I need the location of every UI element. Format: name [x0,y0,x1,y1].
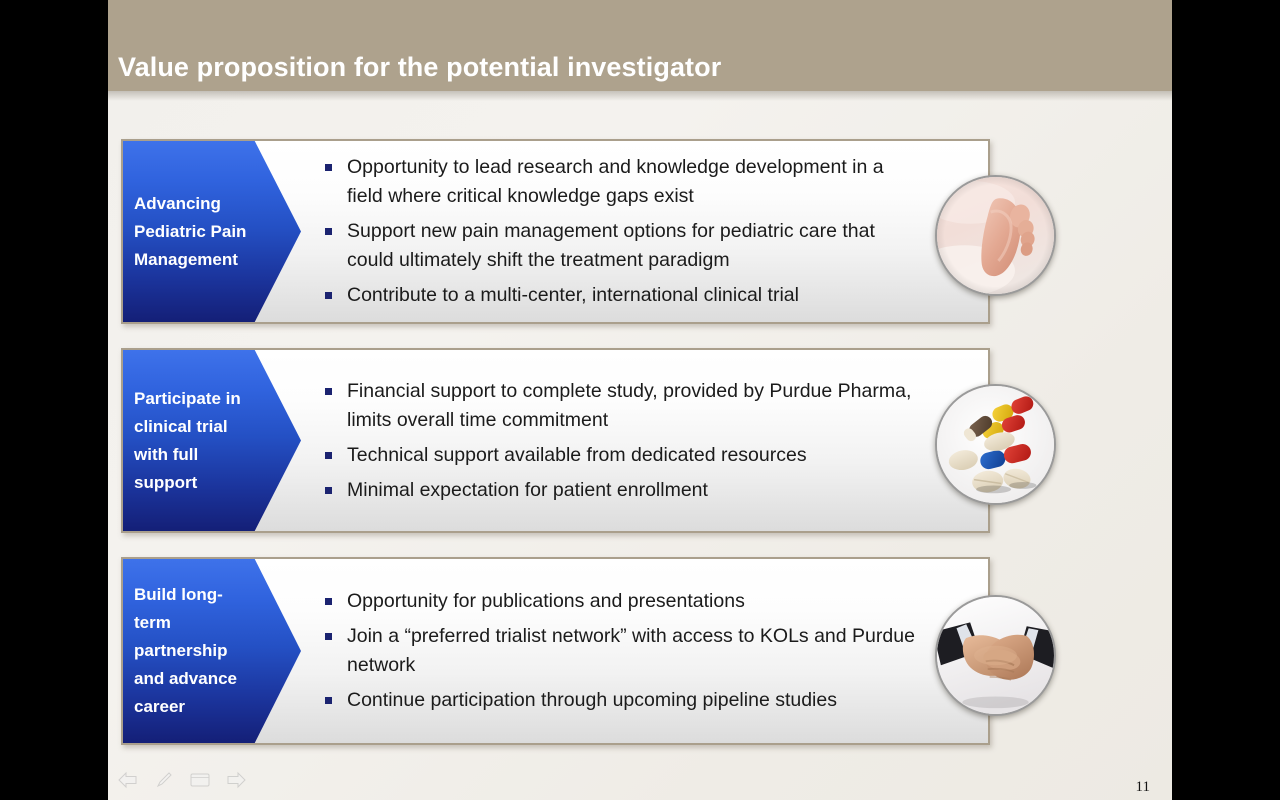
content-row: Build long- term partnership and advance… [121,557,1056,745]
list-item-text: Minimal expectation for patient enrollme… [347,478,708,501]
list-item: Contribute to a multi-center, internatio… [321,281,918,310]
bullet-square-icon [325,633,332,640]
row-heading-chevron: Participate in clinical trial with full … [123,350,301,531]
bullet-square-icon [325,387,332,395]
bullet-square-icon [325,598,332,605]
bullet-list: Financial support to complete study, pro… [321,350,978,531]
handshake-photo [935,595,1056,716]
arrow-right-icon[interactable] [224,768,248,792]
bullet-list: Opportunity to lead research and knowled… [321,141,978,322]
menu-box-icon[interactable] [188,768,212,792]
arrow-left-icon[interactable] [116,768,140,792]
list-item: Minimal expectation for patient enrollme… [321,476,918,505]
list-item-text: Opportunity for publications and present… [347,590,745,612]
bullet-list: Opportunity for publications and present… [321,559,978,743]
list-item: Join a “preferred trialist network” with… [321,622,918,680]
slide-canvas: Value proposition for the potential inve… [108,0,1172,800]
list-item: Continue participation through upcoming … [321,686,918,715]
title-band-shadow [108,91,1172,101]
content-row: Advancing Pediatric Pain Management Oppo… [121,139,1056,324]
page-number: 11 [1135,779,1150,795]
row-heading-label: Advancing Pediatric Pain Management [134,193,247,269]
list-item: Financial support to complete study, pro… [321,377,918,435]
row-heading-label: Participate in clinical trial with full … [134,388,241,492]
list-item: Technical support available from dedicat… [321,441,918,470]
content-row: Participate in clinical trial with full … [121,348,1056,533]
bullet-square-icon [325,486,332,494]
list-item-text: Contribute to a multi-center, internatio… [347,284,799,306]
row-heading-label: Build long- term partnership and advance… [134,585,237,716]
title-band: Value proposition for the potential inve… [108,0,1172,91]
pen-icon[interactable] [152,768,176,792]
list-item-text: Financial support to complete study, pro… [347,379,912,431]
bullet-square-icon [325,164,332,171]
bullet-square-icon [325,292,332,299]
slideshow-navigation [116,768,248,792]
list-item: Opportunity to lead research and knowled… [321,153,918,211]
list-item-text: Join a “preferred trialist network” with… [347,625,915,676]
row-heading-chevron: Build long- term partnership and advance… [123,559,301,743]
bullet-square-icon [325,228,332,235]
list-item-text: Technical support available from dedicat… [347,443,807,466]
list-item: Opportunity for publications and present… [321,587,918,616]
baby-foot-photo [935,175,1056,296]
row-heading-chevron: Advancing Pediatric Pain Management [123,141,301,322]
pills-photo [935,384,1056,505]
bullet-square-icon [325,697,332,704]
page-title: Value proposition for the potential inve… [118,52,722,82]
list-item: Support new pain management options for … [321,217,918,275]
list-item-text: Opportunity to lead research and knowled… [347,156,884,207]
list-item-text: Continue participation through upcoming … [347,689,837,711]
bullet-square-icon [325,451,332,459]
list-item-text: Support new pain management options for … [347,220,875,271]
